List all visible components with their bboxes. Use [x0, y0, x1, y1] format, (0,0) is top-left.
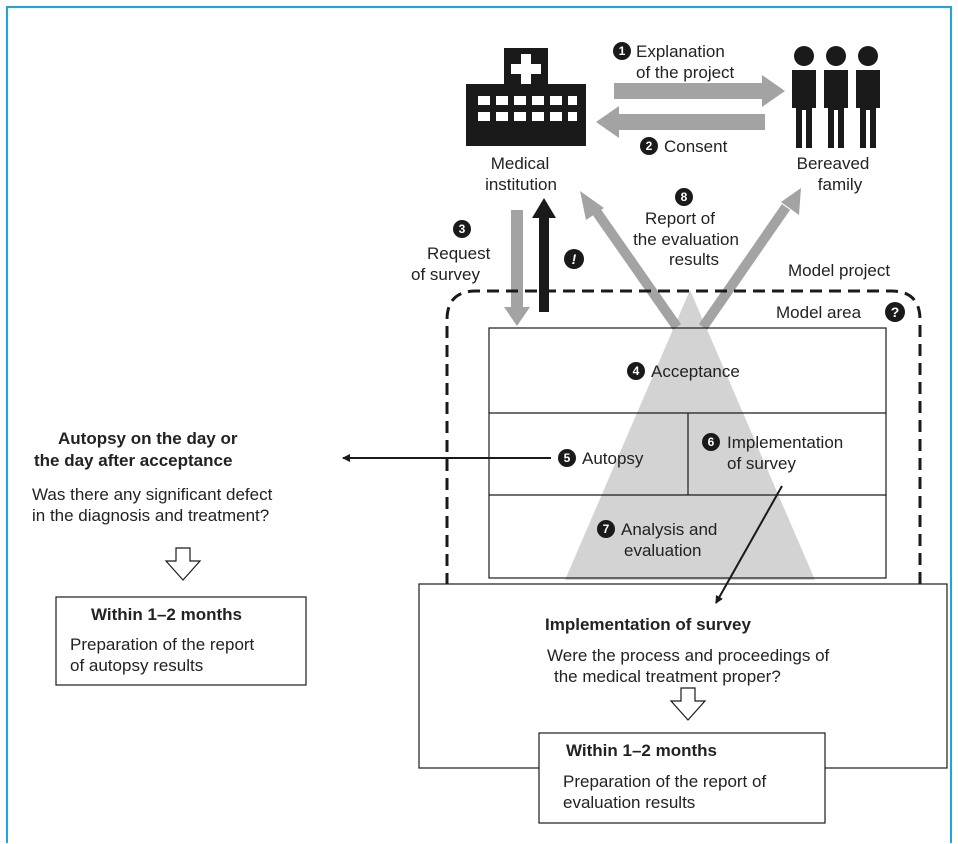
step2-label: Consent — [664, 137, 728, 156]
report-to-institution-arrow — [580, 191, 682, 330]
evaluation-triangle — [565, 290, 815, 580]
step4-number: 4 — [633, 364, 640, 378]
step6-label-line2: of survey — [727, 454, 796, 473]
step5-badge — [558, 449, 576, 467]
step3-badge — [453, 220, 471, 238]
frame-border — [6, 6, 952, 843]
survey-box-question-line2: the medical treatment proper? — [554, 667, 781, 686]
model-area-boundary — [445, 289, 922, 585]
left-box-title: Within 1–2 months — [91, 605, 242, 624]
step7-badge — [597, 520, 615, 538]
step3-number: 3 — [459, 222, 466, 236]
feedback-arrow — [532, 198, 556, 312]
step2-badge — [640, 137, 658, 155]
survey-box-title: Implementation of survey — [545, 615, 751, 634]
autopsy-report-box — [55, 596, 307, 686]
step8-label-line1: Report of — [645, 209, 715, 228]
left-box-line2: of autopsy results — [70, 656, 203, 675]
exclamation-mark: ! — [572, 251, 577, 267]
step1-label-line2: of the project — [636, 63, 735, 82]
step8-label-line2: the evaluation — [633, 230, 739, 249]
report-to-family-arrow — [698, 188, 801, 330]
process-table — [488, 327, 887, 579]
step8-label-line3: results — [669, 250, 719, 269]
step1-number: 1 — [619, 44, 626, 58]
step6-badge — [702, 433, 720, 451]
hollow-down-arrow-icon — [164, 547, 202, 581]
autopsy-side-question-line2: in the diagnosis and treatment? — [32, 506, 269, 525]
autopsy-side-title-line1: Autopsy on the day or — [58, 429, 238, 448]
step8-number: 8 — [681, 190, 688, 204]
bereaved-family-line2: family — [818, 175, 863, 194]
model-area-label: Model area — [776, 303, 862, 322]
step3-label-line1: Request — [427, 244, 491, 263]
step5-label: Autopsy — [582, 449, 644, 468]
step4-badge — [627, 362, 645, 380]
autopsy-side-title-line2: the day after acceptance — [34, 451, 232, 470]
step4-label: Acceptance — [651, 362, 740, 381]
bereaved-family-line1: Bereaved — [797, 154, 870, 173]
question-badge — [885, 302, 905, 322]
hospital-icon — [466, 48, 586, 146]
question-mark: ? — [891, 304, 900, 320]
step3-label-line2: of survey — [411, 265, 480, 284]
hollow-down-arrow-icon-2 — [669, 687, 707, 721]
evaluation-report-box — [538, 732, 826, 824]
step1-label-line1: Explanation — [636, 42, 725, 61]
step7-label-line1: Analysis and — [621, 520, 717, 539]
autopsy-side-question-line1: Was there any significant defect — [32, 485, 273, 504]
step7-label-line2: evaluation — [624, 541, 702, 560]
step8-badge — [675, 188, 693, 206]
survey-box-question-line1: Were the process and proceedings of — [547, 646, 830, 665]
implementation-arrow — [715, 485, 783, 604]
request-arrow — [504, 210, 530, 326]
medical-institution-line1: Medical — [491, 154, 550, 173]
step7-number: 7 — [603, 522, 610, 536]
eval-box-title: Within 1–2 months — [566, 741, 717, 760]
step6-label-line1: Implementation — [727, 433, 843, 452]
eval-box-line1: Preparation of the report of — [563, 772, 766, 791]
step5-number: 5 — [564, 451, 571, 465]
explanation-arrow — [614, 75, 785, 107]
step1-badge — [613, 42, 631, 60]
model-project-label: Model project — [788, 261, 890, 280]
exclamation-badge — [564, 249, 584, 269]
eval-box-line2: evaluation results — [563, 793, 695, 812]
medical-institution-line2: institution — [485, 175, 557, 194]
people-icon — [792, 46, 880, 148]
step6-number: 6 — [708, 435, 715, 449]
left-box-line1: Preparation of the report — [70, 635, 255, 654]
consent-arrow — [596, 106, 765, 138]
step2-number: 2 — [646, 139, 653, 153]
